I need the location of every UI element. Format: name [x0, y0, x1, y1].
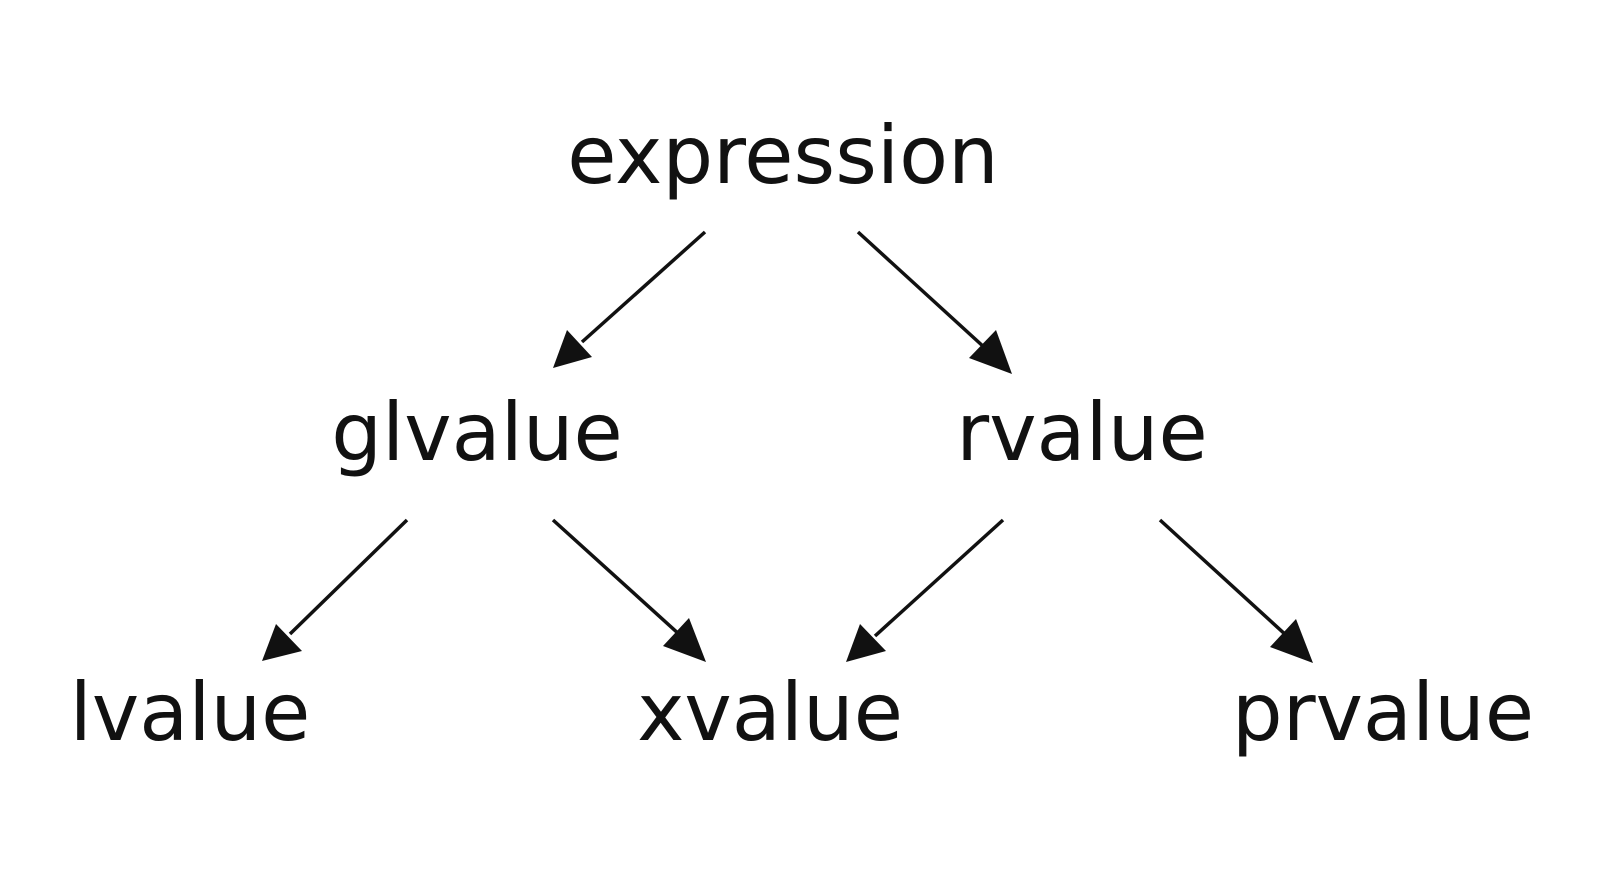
arrowhead-icon [1270, 619, 1313, 663]
node-glvalue: glvalue [331, 386, 623, 479]
node-xvalue: xvalue [637, 666, 903, 759]
edge-rvalue-prvalue [1158, 518, 1313, 663]
arrowhead-icon [846, 624, 886, 662]
edge-glvalue-lvalue [262, 518, 409, 661]
nodes: expression glvalue rvalue lvalue xvalue … [70, 109, 1534, 759]
edge-glvalue-xvalue [551, 518, 706, 662]
arrowhead-icon [553, 330, 592, 368]
node-rvalue: rvalue [956, 386, 1207, 479]
edge-rvalue-xvalue [846, 518, 1005, 662]
arrowhead-icon [969, 330, 1012, 374]
node-prvalue: prvalue [1232, 666, 1534, 759]
node-expression: expression [567, 109, 999, 202]
edge-expression-rvalue [856, 230, 1012, 374]
edges [262, 230, 1313, 663]
arrowhead-icon [262, 624, 302, 661]
arrowhead-icon [663, 618, 706, 662]
edge-expression-glvalue [553, 230, 707, 368]
node-lvalue: lvalue [70, 666, 311, 759]
